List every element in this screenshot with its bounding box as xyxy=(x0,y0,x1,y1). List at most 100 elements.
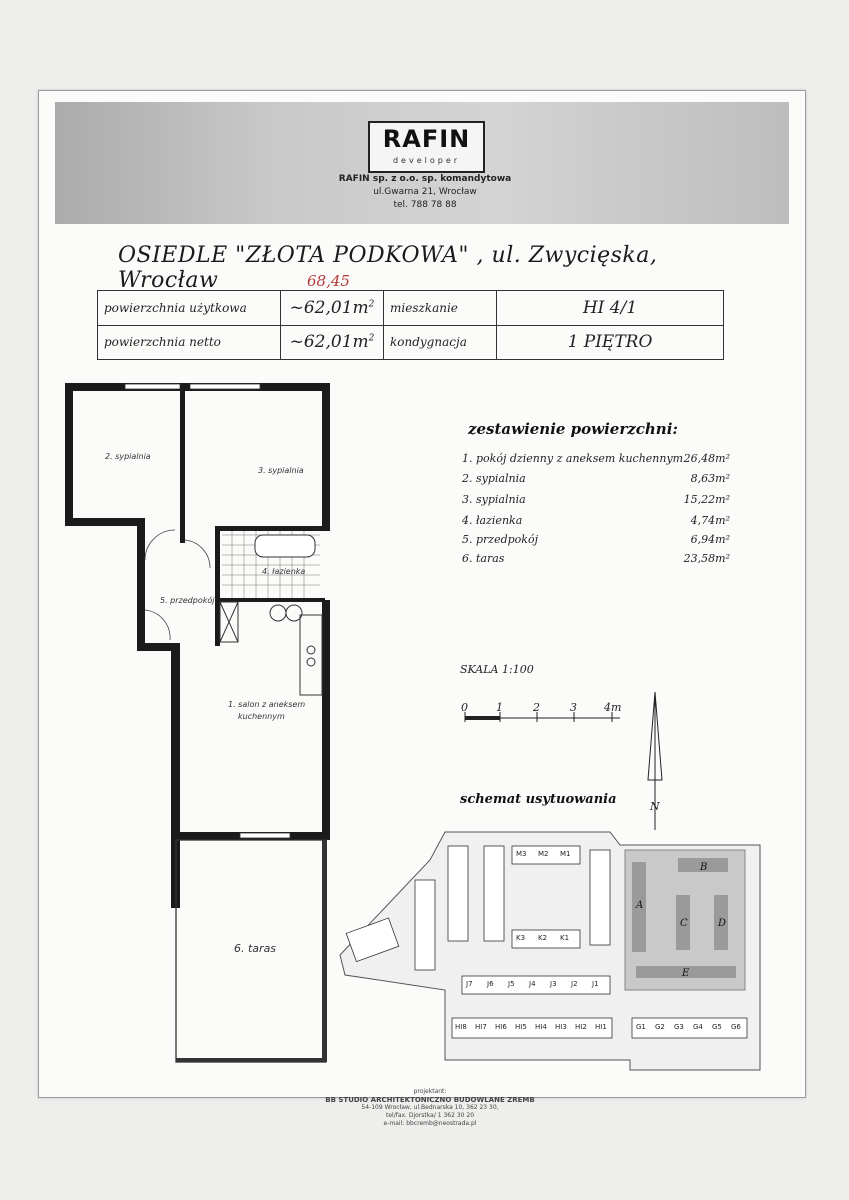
room-label: kuchennym xyxy=(238,712,285,721)
building-E xyxy=(676,895,690,950)
wall xyxy=(137,518,145,648)
info-label: powierzchnia netto xyxy=(97,324,281,360)
info-label2: mieszkanie xyxy=(383,290,497,326)
site-block-label: J6 xyxy=(487,980,494,988)
building-K xyxy=(511,929,581,949)
window xyxy=(189,383,261,390)
scale-label: 4m xyxy=(604,701,622,714)
logo-subtitle: developer xyxy=(392,156,461,165)
site-block-label: G3 xyxy=(674,1023,684,1031)
scale-label: 3 xyxy=(570,701,577,714)
site-block-label: G2 xyxy=(655,1023,665,1031)
wall xyxy=(215,526,325,531)
room-label: 2. sypialnia xyxy=(105,452,151,461)
footer-line: e-mail: bbcremb@neostrada.pl xyxy=(383,1120,477,1127)
wall xyxy=(65,518,145,526)
site-block-label: K2 xyxy=(538,934,548,942)
site-block-label: HI1 xyxy=(595,1023,607,1031)
site-block-label: J4 xyxy=(529,980,536,988)
building-J xyxy=(461,975,611,995)
site-building-letter: B xyxy=(700,862,708,873)
wall xyxy=(322,383,330,531)
door-arc xyxy=(144,529,176,561)
summary-title: zestawienie powierzchni: xyxy=(468,420,678,438)
building-column xyxy=(414,879,436,971)
room-label: 3. sypialnia xyxy=(258,466,304,475)
estate-title: OSIEDLE "ZŁOTA PODKOWA" , ul. Zwycięska,… xyxy=(118,243,658,293)
door-arc xyxy=(144,609,171,641)
site-block-label: G6 xyxy=(731,1023,741,1031)
site-block-label: HI4 xyxy=(535,1023,547,1031)
site-plan-title: schemat usytuowania xyxy=(460,792,617,807)
site-block-label: G1 xyxy=(636,1023,646,1031)
info-value: ~62,01m2 xyxy=(280,324,384,360)
logo-name: RAFIN xyxy=(382,125,471,153)
company-info: RAFIN sp. z o.o. sp. komandytowa ul.Gwar… xyxy=(300,173,550,212)
site-block-label: M1 xyxy=(560,850,571,858)
building-column xyxy=(447,845,469,942)
window xyxy=(239,832,291,839)
site-block-label: G4 xyxy=(693,1023,703,1031)
wall xyxy=(65,383,73,523)
scale-bar-fill xyxy=(465,716,500,720)
site-block-label: HI5 xyxy=(515,1023,527,1031)
room-label: 4. łazienka xyxy=(262,567,306,576)
stove-burner xyxy=(306,645,316,655)
washbasin xyxy=(269,604,287,622)
bathroom-tiles xyxy=(231,531,305,598)
wall xyxy=(322,600,330,840)
site-block-label: G5 xyxy=(712,1023,722,1031)
room-label: 6. taras xyxy=(234,942,277,955)
scale-label: 1 xyxy=(496,701,503,714)
building-A xyxy=(632,862,646,952)
site-building-letter: C xyxy=(680,918,688,929)
building-M xyxy=(511,845,581,865)
building-column xyxy=(483,845,505,942)
stove-burner xyxy=(306,657,316,667)
north-label: N xyxy=(650,800,660,813)
site-building-letter: A xyxy=(636,900,644,911)
site-block-label: M2 xyxy=(538,850,549,858)
building-C xyxy=(636,966,736,978)
building-G xyxy=(631,1017,748,1039)
building-HI xyxy=(451,1017,613,1039)
bathtub xyxy=(254,534,316,558)
wall xyxy=(215,598,325,602)
scale-title: SKALA 1:100 xyxy=(460,663,534,676)
footer-label: projektant: xyxy=(413,1088,447,1095)
site-block-label: J1 xyxy=(592,980,599,988)
scale-label: 0 xyxy=(461,701,468,714)
washbasin xyxy=(285,604,303,622)
wall xyxy=(180,383,185,543)
info-value2: 1 PIĘTRO xyxy=(496,324,724,360)
company-name: RAFIN sp. z o.o. sp. komandytowa xyxy=(338,174,512,184)
company-address: ul.Gwarna 21, Wrocław xyxy=(373,187,477,197)
door-arc xyxy=(184,539,211,569)
designer-footer: projektant: BB STUDIO ARCHITEKTONICZNO B… xyxy=(260,1088,600,1128)
wall xyxy=(171,643,180,908)
building-B xyxy=(678,858,728,872)
window xyxy=(124,383,181,390)
site-block-label: J2 xyxy=(571,980,578,988)
wardrobe-cross xyxy=(219,601,239,643)
site-building-letter: D xyxy=(718,918,727,929)
wardrobe xyxy=(219,601,239,643)
room-label: 1. salon z aneksem xyxy=(228,700,306,709)
building-Q xyxy=(345,917,400,963)
site-block-label: K3 xyxy=(516,934,526,942)
building-D xyxy=(714,895,728,950)
info-row: powierzchnia netto ~62,01m2 kondygnacja … xyxy=(97,324,724,360)
handwritten-area-note: 68,45 xyxy=(307,272,350,290)
site-block-label: HI7 xyxy=(475,1023,487,1031)
terrace-rail xyxy=(322,840,327,1062)
rafin-logo: RAFIN developer xyxy=(368,121,485,173)
site-block-label: HI6 xyxy=(495,1023,507,1031)
site-block-label: HI3 xyxy=(555,1023,567,1031)
